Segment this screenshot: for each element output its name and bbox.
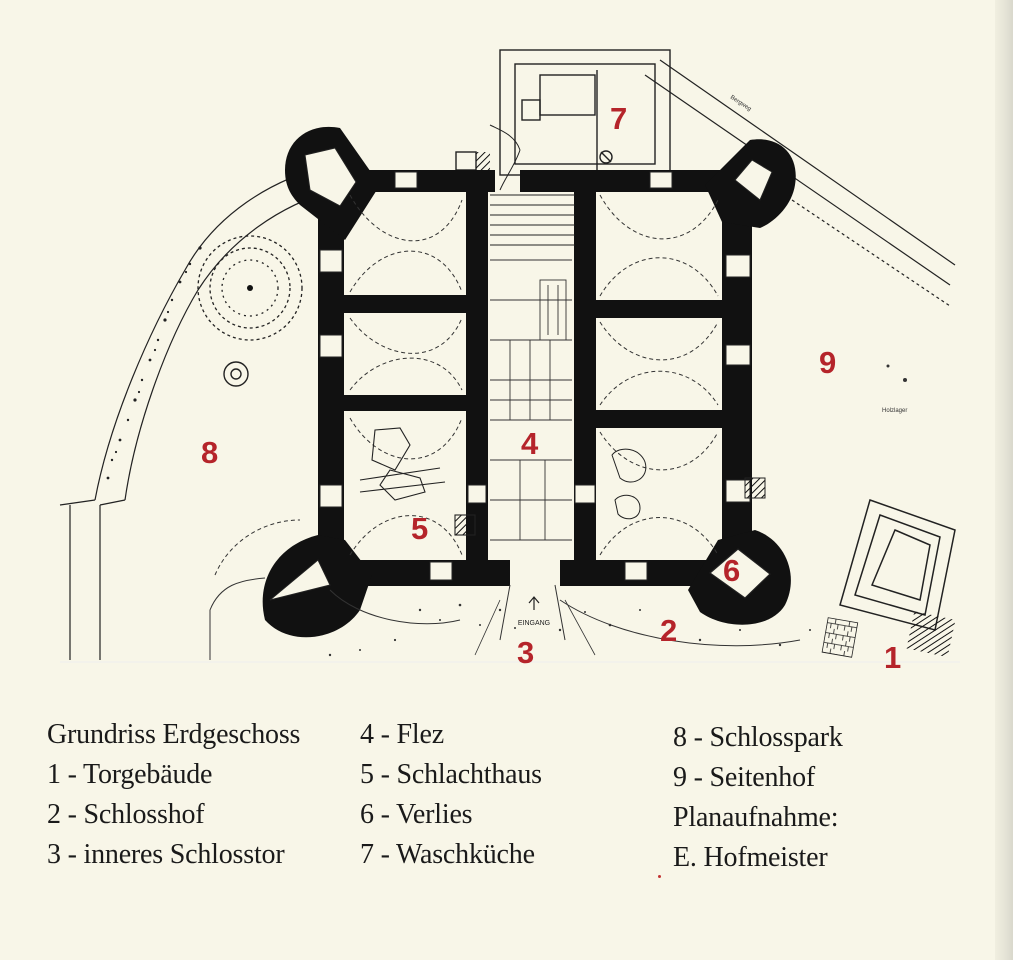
tower-ne <box>705 139 796 228</box>
label-5-slaughterhouse: 5 <box>411 511 429 546</box>
corridor-paving <box>490 259 572 541</box>
legend-item-3: 3 - inneres Schlosstor <box>47 839 285 870</box>
annex-box <box>455 151 477 171</box>
tower-nw <box>285 126 380 240</box>
label-7-wash-kitchen: 7 <box>610 101 628 136</box>
label-6-dungeon: 6 <box>723 553 741 588</box>
north-stair <box>489 124 575 246</box>
fountain <box>223 361 249 387</box>
room-6-shrubs <box>611 448 766 520</box>
side-road <box>644 59 956 307</box>
slaughterhouse-detail <box>359 427 476 536</box>
gate-cobbles <box>821 617 859 658</box>
tower-se <box>688 530 791 625</box>
legend-item-8: 8 - Schlosspark <box>673 722 843 753</box>
survey-credit-name: E. Hofmeister <box>673 842 828 873</box>
survey-credit-label: Planaufnahme: <box>673 802 839 833</box>
tree-trunk <box>247 285 253 291</box>
entrance-arrow-icon <box>528 596 540 610</box>
label-1-gatehouse: 1 <box>884 640 902 675</box>
legend-item-7: 7 - Waschküche <box>360 839 535 870</box>
wash-kitchen-annex <box>499 49 671 176</box>
window-openings <box>319 171 751 581</box>
legend-item-1: 1 - Torgebäude <box>47 759 213 790</box>
tree-crown <box>197 235 303 341</box>
scan-edge <box>995 0 1013 960</box>
path-sw <box>329 589 461 625</box>
hedge <box>106 246 202 480</box>
path-se <box>559 599 801 647</box>
label-9-side-yard: 9 <box>819 345 837 380</box>
label-4-flez: 4 <box>521 426 539 461</box>
legend-item-5: 5 - Schlachthaus <box>360 759 542 790</box>
legend-column-1: Grundriss Erdgeschoss 1 - Torgebäude 2 -… <box>47 715 300 875</box>
park-path <box>59 164 336 660</box>
legend-item-9: 9 - Seitenhof <box>673 762 816 793</box>
tower-sw <box>262 535 372 638</box>
room-vaults <box>349 194 719 556</box>
label-2-courtyard: 2 <box>660 613 678 648</box>
legend-item-2: 2 - Schlosshof <box>47 799 205 830</box>
legend-title: Grundriss Erdgeschoss <box>47 719 301 750</box>
annex-hatch <box>476 152 490 172</box>
legend-column-3: 8 - Schlosspark 9 - Seitenhof Planaufnah… <box>673 718 843 878</box>
legend-column-2: 4 - Flez 5 - Schlachthaus 6 - Verlies 7 … <box>360 715 542 875</box>
entrance-label: EINGANG <box>518 620 550 627</box>
label-8-park: 8 <box>201 435 219 470</box>
shed-label: Holzlager <box>882 408 907 414</box>
entry-path <box>499 584 566 641</box>
lawn-edge-2 <box>209 577 266 660</box>
legend-item-4: 4 - Flez <box>360 719 444 750</box>
gatehouse-hatch <box>906 611 956 658</box>
entry-fan <box>474 599 596 656</box>
print-speck <box>658 875 661 878</box>
legend-item-6: 6 - Verlies <box>360 799 473 830</box>
courtyard-stipple <box>328 364 907 657</box>
gatehouse <box>839 499 956 631</box>
label-3-inner-gate: 3 <box>517 635 535 670</box>
